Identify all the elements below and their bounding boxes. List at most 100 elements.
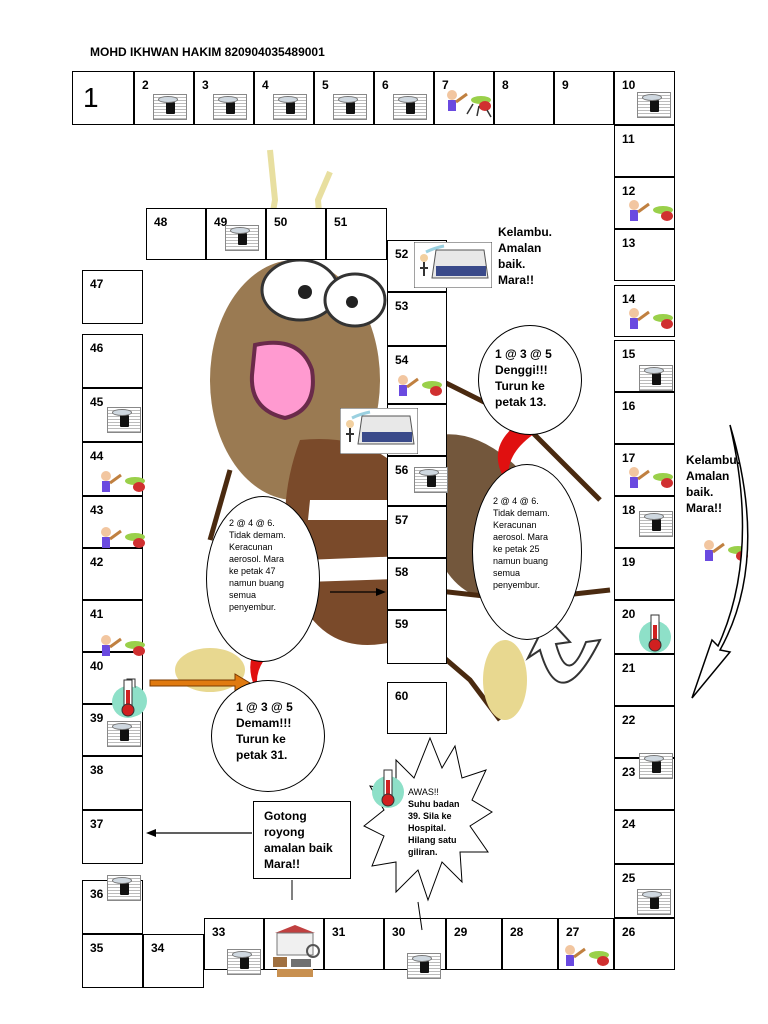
square-58: 58 [387, 558, 447, 610]
square-45: 45 [82, 388, 143, 442]
square-17: 17 [614, 444, 675, 496]
square-number: 8 [502, 78, 509, 92]
aerosol-can-icon [225, 225, 259, 251]
square-25: 25 [614, 864, 675, 918]
square-57: 57 [387, 506, 447, 558]
square-15: 15 [614, 340, 675, 392]
square-47: 47 [82, 270, 143, 324]
square-43: 43 [82, 496, 145, 548]
square-number: 7 [442, 78, 449, 92]
square-number: 2 [142, 78, 149, 92]
square-50: 50 [266, 208, 326, 260]
square-42: 42 [82, 548, 143, 600]
square-2: 2 [134, 71, 194, 125]
square-number: 30 [392, 925, 406, 939]
square-number: 10 [622, 78, 636, 92]
square-number: 42 [90, 555, 104, 569]
square-53: 53 [387, 292, 447, 346]
square-4: 4 [254, 71, 314, 125]
square-number: 53 [395, 299, 409, 313]
man-swatting-mosquito-icon [398, 375, 442, 396]
square-8: 8 [494, 71, 554, 125]
mosquito-tongue [249, 340, 315, 421]
man-swatting-mosquito-icon [101, 635, 145, 656]
square-number: 52 [395, 247, 409, 261]
square-number: 6 [382, 78, 389, 92]
square-number: 35 [90, 941, 104, 955]
square-number: 18 [622, 503, 636, 517]
man-swatting-mosquito-icon [629, 467, 673, 488]
square-32 [264, 918, 324, 977]
square-number: 5 [322, 78, 329, 92]
square-number: 43 [90, 503, 104, 517]
mosquito-net-bed-icon [340, 408, 418, 454]
square-number: 57 [395, 513, 409, 527]
square-number: 54 [395, 353, 409, 367]
aerosol-can-icon [213, 94, 247, 120]
square-number: 12 [622, 184, 636, 198]
square-number: 16 [622, 399, 636, 413]
aerosol-can-icon [414, 467, 448, 493]
aerosol-can-icon [393, 94, 427, 120]
square-30: 30 [384, 918, 446, 979]
square-9: 9 [554, 71, 614, 125]
square-20: 20 [614, 600, 675, 654]
spiky-line [417, 901, 423, 931]
square-number: 45 [90, 395, 104, 409]
square-39: 39 [82, 704, 143, 756]
square-48: 48 [146, 208, 206, 260]
square-number: 11 [622, 132, 635, 146]
square-19: 19 [614, 548, 675, 600]
square-38: 38 [82, 756, 143, 810]
aerosol-can-icon [407, 953, 441, 979]
square-number: 31 [332, 925, 346, 939]
square-11: 11 [614, 125, 675, 177]
square-number: 27 [566, 925, 580, 939]
square-29: 29 [446, 918, 502, 970]
square-23: 23 [614, 753, 675, 810]
aerosol-can-icon [333, 94, 367, 120]
man-swatting-mosquito-icon [101, 527, 145, 548]
aerosol-can-icon [639, 365, 673, 391]
square-number: 29 [454, 925, 468, 939]
square-number: 28 [510, 925, 524, 939]
man-swatting-mosquito-icon [629, 200, 673, 221]
square-14: 14 [614, 285, 675, 337]
thermometer-icon [372, 769, 404, 808]
square-number: 33 [212, 925, 226, 939]
square-26: 26 [614, 918, 675, 970]
square-35: 35 [82, 934, 143, 988]
square-24: 24 [614, 810, 675, 864]
square-number: 34 [151, 941, 165, 955]
aerosol-can-icon [107, 875, 141, 901]
square-54: 54 [387, 346, 447, 404]
square-27: 27 [558, 918, 614, 970]
square-22: 22 [614, 706, 675, 758]
square-number: 4 [262, 78, 269, 92]
square-34: 34 [143, 934, 204, 988]
square-number: 38 [90, 763, 104, 777]
square-number: 40 [90, 659, 104, 673]
aerosol-can-icon [639, 511, 673, 537]
square-number: 14 [622, 292, 636, 306]
square-number: 17 [622, 451, 636, 465]
aerosol-can-icon [637, 889, 671, 915]
square-number: 60 [395, 689, 409, 703]
mosquito-net-bed-icon [414, 242, 492, 288]
thermometer-icon [112, 679, 144, 718]
square-number: 13 [622, 236, 636, 250]
man-swatting-mosquito-icon [629, 308, 673, 329]
square-28: 28 [502, 918, 558, 970]
student-name: MOHD IKHWAN HAKIM 820904035489001 [90, 45, 325, 59]
square-59: 59 [387, 610, 447, 664]
